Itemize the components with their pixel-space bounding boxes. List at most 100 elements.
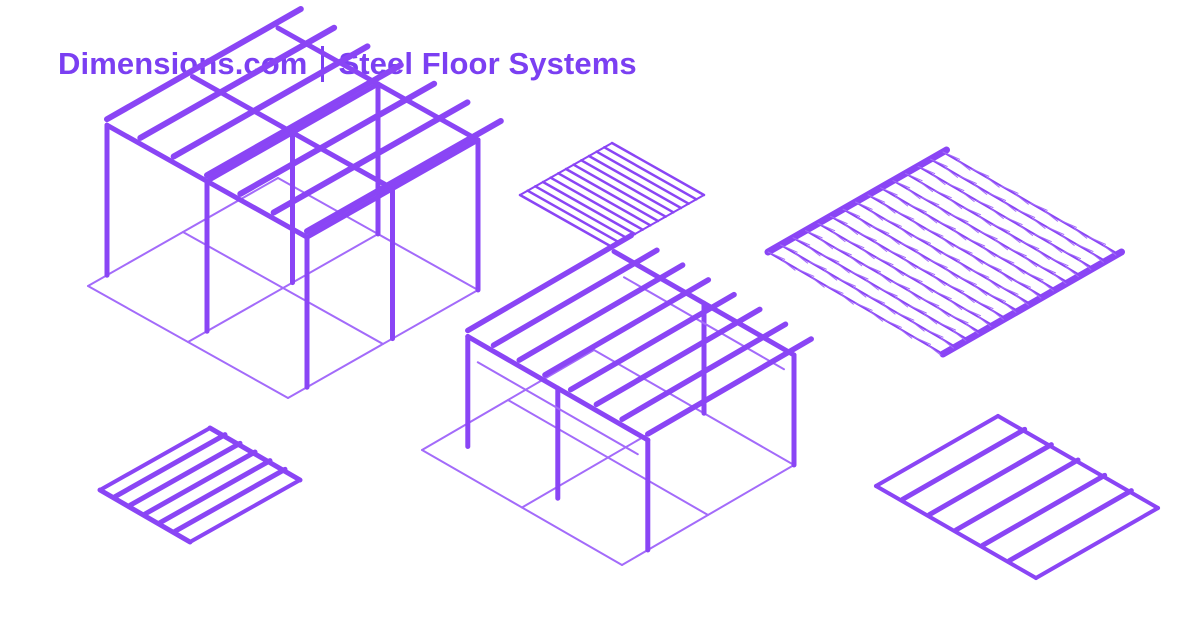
beam [270, 99, 471, 216]
joist-girder-bottom [476, 361, 639, 456]
header-divider [321, 46, 325, 82]
joist-web [977, 215, 992, 227]
joist-web [957, 160, 971, 171]
joist-web [911, 320, 925, 332]
joist-web [938, 322, 957, 331]
joist-web [1034, 233, 1052, 243]
joist-web [1102, 245, 1117, 256]
deck-rib [595, 150, 690, 205]
joist-web [915, 251, 929, 262]
joist-web [834, 247, 852, 256]
joist-web [807, 245, 821, 257]
beam [926, 442, 1054, 518]
joist-web [796, 268, 815, 277]
joist-web [809, 261, 827, 270]
deck-rib [610, 141, 706, 197]
joist-web [867, 295, 886, 304]
joist-web [1061, 235, 1075, 246]
joist-web [821, 254, 840, 263]
beam [980, 472, 1108, 548]
beam [172, 466, 288, 534]
joist-web [1009, 248, 1027, 257]
joist-web [1002, 201, 1017, 212]
joist-girder-bottom [623, 276, 785, 371]
joist-web [907, 289, 921, 301]
joist-web [894, 296, 909, 308]
steel-frame-with-beams [87, 6, 504, 399]
joist-web [875, 256, 894, 266]
joist-web [994, 239, 1009, 251]
joist-web [811, 277, 825, 288]
joist-web [1038, 265, 1057, 274]
joist-web [819, 238, 834, 250]
joist-web [1013, 279, 1032, 288]
joist-web [917, 266, 936, 276]
joist-web [1050, 257, 1069, 267]
joist-web [838, 278, 857, 287]
joist-web [882, 303, 896, 315]
girder [1034, 506, 1160, 580]
joist-web [888, 249, 907, 259]
joist-web [861, 248, 875, 260]
joist-web [938, 221, 957, 230]
joist-web [925, 329, 944, 338]
joist-web [944, 167, 959, 178]
joist-web [986, 278, 1000, 289]
joist-web [1030, 202, 1048, 211]
ground-line [421, 449, 623, 566]
joist-web [1015, 194, 1029, 205]
joist-girder-top [465, 334, 651, 443]
joist-web [936, 306, 950, 318]
joist-web [894, 195, 909, 207]
joist-web [940, 337, 954, 349]
joist-web [957, 261, 971, 272]
joist-web [884, 319, 902, 328]
joist-web [848, 255, 863, 267]
joist-web [1007, 232, 1021, 244]
joist-web [973, 285, 988, 296]
joist-web [927, 345, 942, 356]
joist-web [867, 194, 886, 203]
joist-web [934, 189, 952, 199]
joist-web [836, 262, 850, 274]
joist-web [1046, 226, 1065, 235]
joist-web [984, 262, 1002, 271]
beam [1006, 488, 1134, 564]
joist-web [921, 298, 940, 307]
joist-web [992, 223, 1011, 233]
joist-web [998, 270, 1013, 282]
joist-web [942, 151, 961, 160]
edge-beam [188, 478, 302, 544]
joist-web [973, 184, 988, 195]
joist-web [794, 252, 809, 264]
joist-web [1065, 266, 1079, 278]
deck-rib [526, 189, 621, 244]
joist-web [1077, 259, 1092, 270]
joist-web [1073, 228, 1088, 239]
beam [645, 336, 814, 437]
deck-rib [580, 159, 675, 214]
joist-web [946, 283, 965, 293]
joist-web [917, 165, 936, 175]
joist-web [832, 231, 846, 243]
joist-web [1000, 185, 1019, 194]
ground-line [182, 231, 384, 345]
girder [764, 146, 950, 256]
joist-web [900, 242, 919, 251]
joist-web [971, 269, 990, 278]
joist-web [850, 271, 869, 280]
joist-web [1019, 225, 1034, 236]
joist-web [880, 288, 898, 297]
deck-rib [518, 193, 614, 249]
beam [304, 118, 504, 235]
joist-web [767, 251, 786, 260]
joist-web [948, 299, 963, 311]
beam [953, 457, 1081, 533]
joist-web [909, 305, 927, 314]
joist-web [865, 279, 879, 291]
joist-web [792, 237, 811, 246]
joist-web [1048, 242, 1063, 253]
beam [170, 43, 371, 160]
joist-web [907, 188, 921, 200]
